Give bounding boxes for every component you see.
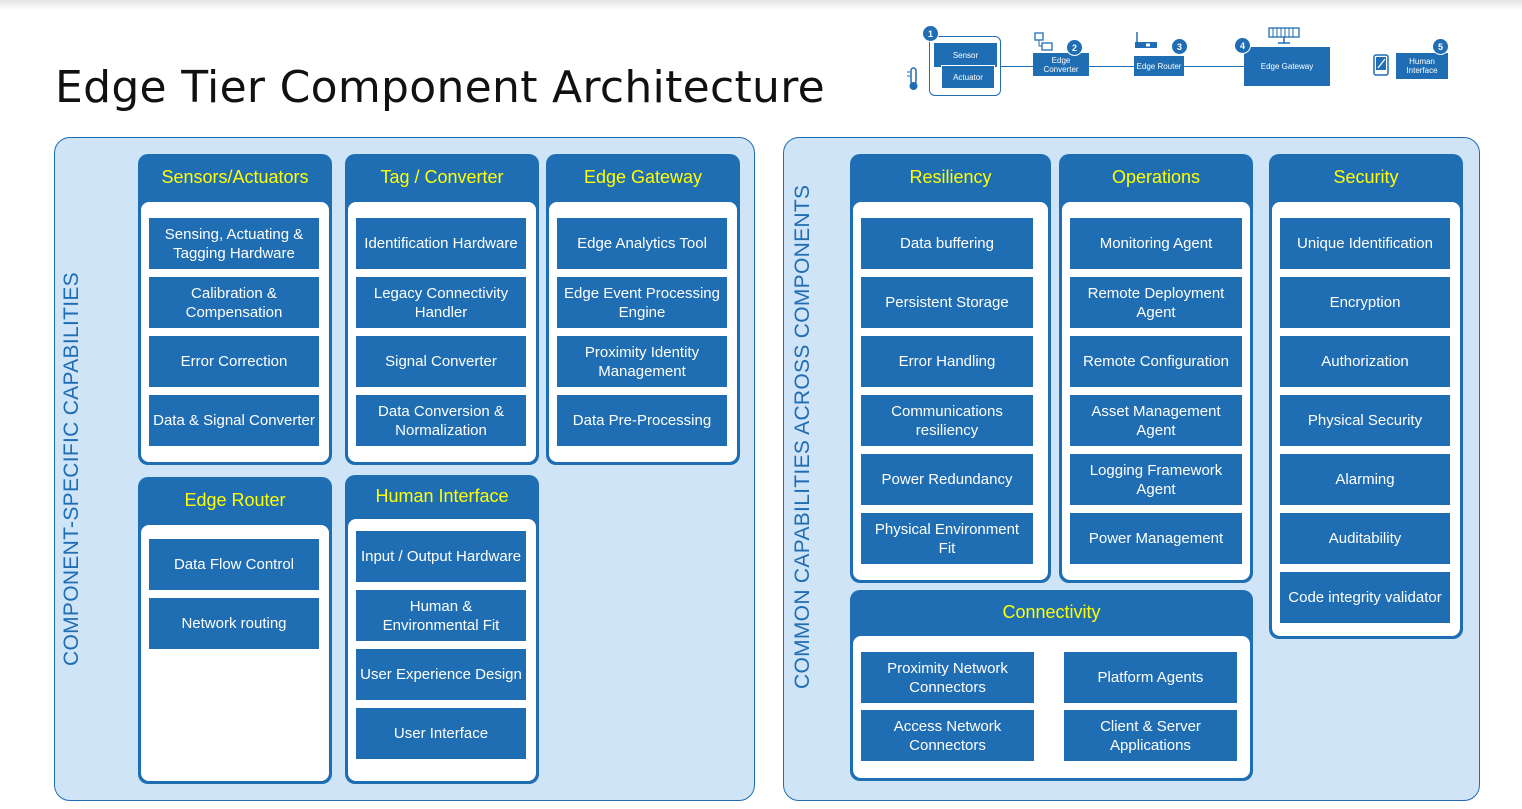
- flow-strip: Sensor Actuator 1 Edge Converter 2 Edge …: [0, 0, 1522, 120]
- capability-item: Data & Signal Converter: [149, 395, 319, 446]
- capability-item: Auditability: [1280, 513, 1450, 564]
- thermometer-icon: [907, 67, 918, 90]
- capability-item: Encryption: [1280, 277, 1450, 328]
- card-body: Unique Identification Encryption Authori…: [1272, 202, 1460, 636]
- capability-item: Power Management: [1070, 513, 1242, 564]
- flow-connector-3: [1184, 66, 1244, 67]
- card-edge-router: Edge Router Data Flow Control Network ro…: [138, 477, 332, 784]
- card-resiliency: Resiliency Data buffering Persistent Sto…: [850, 154, 1051, 583]
- capability-item: Asset Management Agent: [1070, 395, 1242, 446]
- capability-item: Data Flow Control: [149, 539, 319, 590]
- component-specific-panel: COMPONENT-SPECIFIC CAPABILITIES Sensors/…: [54, 137, 755, 801]
- converter-icon: [1034, 32, 1053, 51]
- capability-item: Legacy Connectivity Handler: [356, 277, 526, 328]
- capability-item: Alarming: [1280, 454, 1450, 505]
- flow-connector-1: [1001, 66, 1033, 67]
- common-capabilities-panel: COMMON CAPABILITIES ACROSS COMPONENTS Re…: [783, 137, 1480, 801]
- capability-item: Proximity Identity Management: [557, 336, 727, 387]
- capability-item: Access Network Connectors: [861, 710, 1034, 761]
- capability-item: Power Redundancy: [861, 454, 1033, 505]
- capability-item: Human & Environmental Fit: [356, 590, 526, 641]
- capability-item: Data buffering: [861, 218, 1033, 269]
- capability-item: Remote Configuration: [1070, 336, 1242, 387]
- capability-item: Platform Agents: [1064, 652, 1237, 703]
- capability-item: Unique Identification: [1280, 218, 1450, 269]
- card-tag-converter: Tag / Converter Identification Hardware …: [345, 154, 539, 465]
- card-title: Edge Router: [184, 489, 286, 510]
- capability-item: Input / Output Hardware: [356, 531, 526, 582]
- flow-step-5-badge: 5: [1432, 38, 1449, 55]
- flow-human-interface-box: Human Interface: [1396, 53, 1448, 79]
- flow-step-2-badge: 2: [1066, 39, 1083, 56]
- flow-actuator-box: Actuator: [941, 65, 995, 89]
- card-body: Monitoring Agent Remote Deployment Agent…: [1062, 202, 1250, 580]
- capability-item: Identification Hardware: [356, 218, 526, 269]
- capability-item: Authorization: [1280, 336, 1450, 387]
- gateway-icon: [1268, 27, 1300, 44]
- capability-item: Proximity Network Connectors: [861, 652, 1034, 703]
- common-capabilities-label: COMMON CAPABILITIES ACROSS COMPONENTS: [791, 184, 814, 689]
- top-shade: [0, 0, 1522, 10]
- capability-item: Error Handling: [861, 336, 1033, 387]
- capability-item: Code integrity validator: [1280, 572, 1450, 623]
- capability-item: User Interface: [356, 708, 526, 759]
- flow-step-1-badge: 1: [922, 25, 939, 42]
- capability-item: Persistent Storage: [861, 277, 1033, 328]
- card-body: Sensing, Actuating & Tagging Hardware Ca…: [141, 202, 329, 462]
- card-title: Tag / Converter: [380, 166, 504, 187]
- card-body: Data Flow Control Network routing: [141, 525, 329, 781]
- component-specific-label: COMPONENT-SPECIFIC CAPABILITIES: [60, 272, 83, 666]
- card-title: Connectivity: [1002, 601, 1101, 622]
- capability-item: Data Conversion & Normalization: [356, 395, 526, 446]
- capability-item: Network routing: [149, 598, 319, 649]
- card-body: Identification Hardware Legacy Connectiv…: [348, 202, 536, 462]
- capability-item: Physical Security: [1280, 395, 1450, 446]
- card-body: Proximity Network Connectors Platform Ag…: [853, 636, 1250, 778]
- flow-sensor-box: Sensor: [934, 43, 997, 67]
- capability-item: Data Pre-Processing: [557, 395, 727, 446]
- capability-item: Edge Event Processing Engine: [557, 277, 727, 328]
- card-title: Human Interface: [375, 485, 509, 506]
- capability-item: User Experience Design: [356, 649, 526, 700]
- capability-item: Client & Server Applications: [1064, 710, 1237, 761]
- capability-item: Sensing, Actuating & Tagging Hardware: [149, 218, 319, 269]
- card-edge-gateway: Edge Gateway Edge Analytics Tool Edge Ev…: [546, 154, 740, 465]
- flow-connector-2: [1089, 66, 1134, 67]
- flow-edge-router-box: Edge Router: [1134, 56, 1184, 76]
- card-title: Sensors/Actuators: [161, 166, 309, 187]
- flow-edge-gateway-box: Edge Gateway: [1244, 47, 1330, 86]
- capability-item: Signal Converter: [356, 336, 526, 387]
- card-sensors-actuators: Sensors/Actuators Sensing, Actuating & T…: [138, 154, 332, 465]
- card-title: Security: [1333, 166, 1399, 187]
- tablet-icon: [1373, 54, 1389, 76]
- card-body: Data buffering Persistent Storage Error …: [853, 202, 1048, 580]
- router-icon: [1135, 32, 1157, 48]
- card-operations: Operations Monitoring Agent Remote Deplo…: [1059, 154, 1253, 583]
- capability-item: Remote Deployment Agent: [1070, 277, 1242, 328]
- capability-item: Edge Analytics Tool: [557, 218, 727, 269]
- card-body: Edge Analytics Tool Edge Event Processin…: [549, 202, 737, 462]
- capability-item: Communications resiliency: [861, 395, 1033, 446]
- flow-step-4-badge: 4: [1234, 37, 1251, 54]
- flow-step-3-badge: 3: [1171, 38, 1188, 55]
- flow-edge-converter-box: Edge Converter: [1033, 53, 1089, 76]
- capability-item: Physical Environment Fit: [861, 513, 1033, 564]
- card-connectivity: Connectivity Proximity Network Connector…: [850, 590, 1253, 781]
- capability-item: Logging Framework Agent: [1070, 454, 1242, 505]
- page-title: Edge Tier Component Architecture: [55, 62, 826, 113]
- card-security: Security Unique Identification Encryptio…: [1269, 154, 1463, 639]
- card-body: Input / Output Hardware Human & Environm…: [348, 519, 536, 781]
- capability-item: Error Correction: [149, 336, 319, 387]
- capability-item: Calibration & Compensation: [149, 277, 319, 328]
- card-title: Operations: [1111, 166, 1201, 187]
- card-human-interface: Human Interface Input / Output Hardware …: [345, 475, 539, 784]
- capability-item: Monitoring Agent: [1070, 218, 1242, 269]
- card-title: Resiliency: [909, 166, 992, 187]
- card-title: Edge Gateway: [583, 166, 703, 187]
